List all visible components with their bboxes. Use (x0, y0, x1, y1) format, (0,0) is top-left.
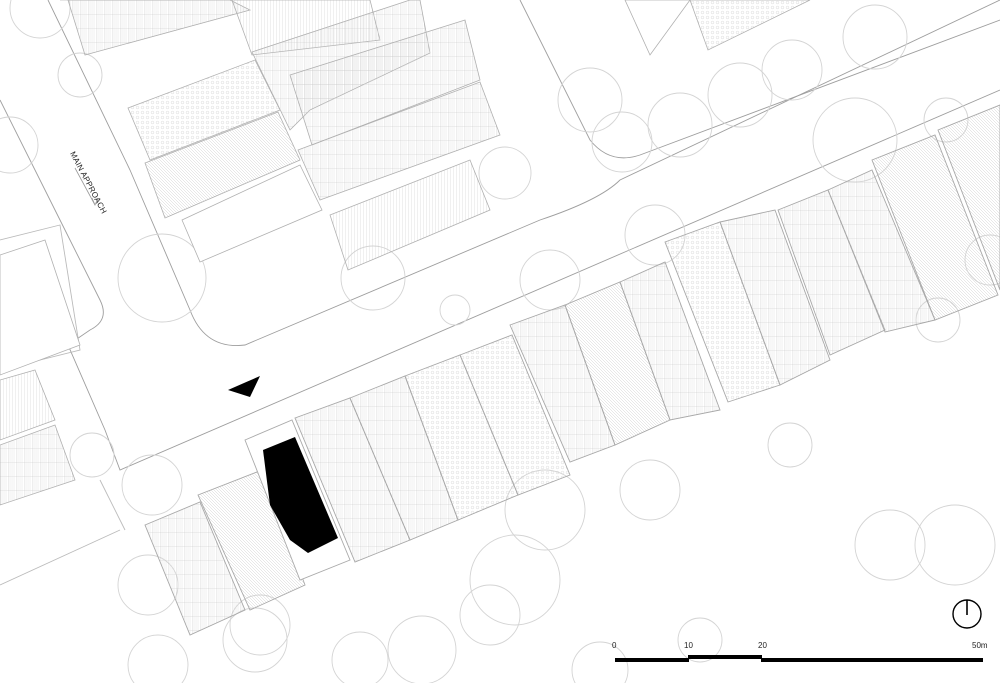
scale-tick-0: 0 (612, 641, 617, 650)
west-buildings (0, 239, 81, 506)
scale-tick-20: 20 (758, 641, 767, 650)
row-buildings (144, 104, 1000, 636)
approach-arrow-icon (74, 167, 99, 207)
highlighted-building[interactable] (263, 437, 338, 553)
roads (0, 0, 1000, 586)
project-site (244, 419, 351, 581)
scale-tick-50m: 50m (972, 641, 988, 650)
scale-bar (615, 655, 983, 662)
north-arrow-icon (952, 599, 982, 629)
north-buildings (67, 0, 811, 271)
entrance-triangle-icon (228, 376, 260, 397)
scale-tick-10: 10 (684, 641, 693, 650)
